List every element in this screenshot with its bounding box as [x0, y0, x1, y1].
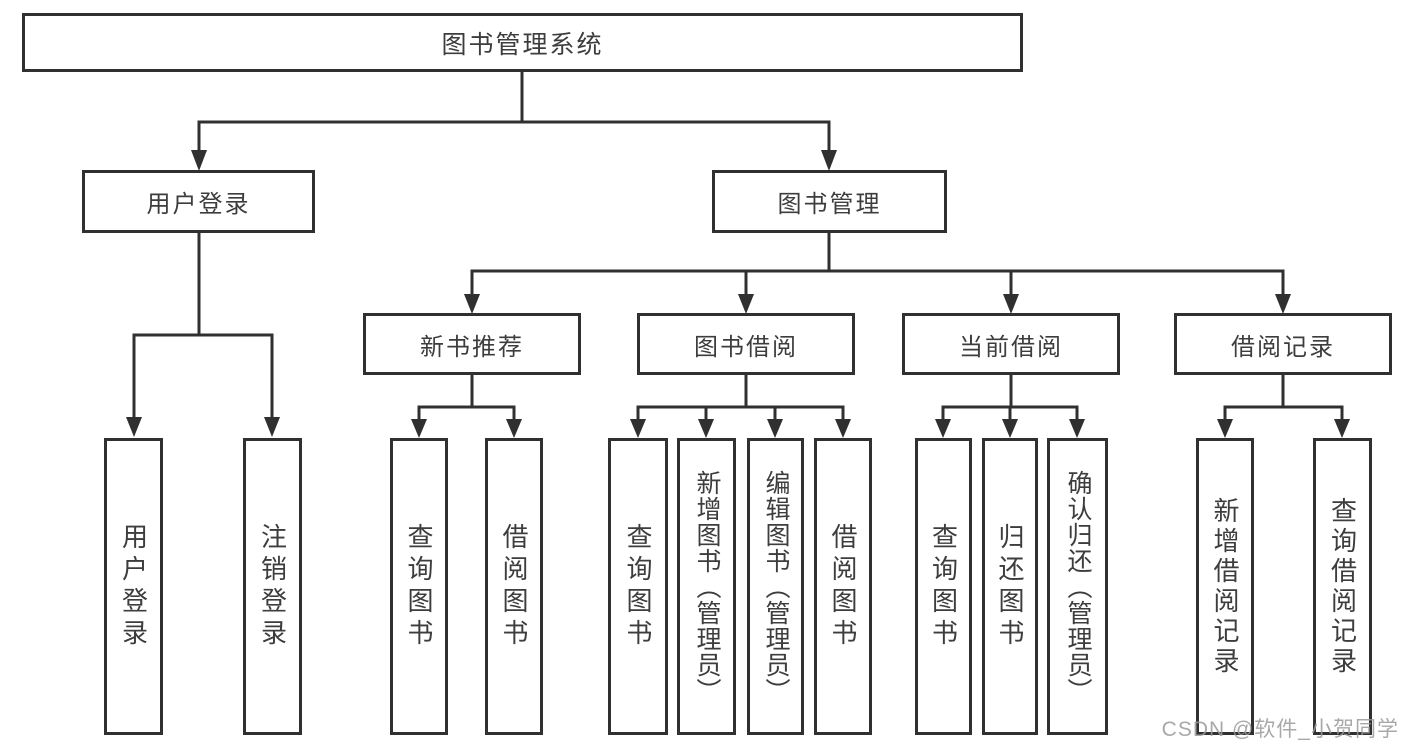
- node-new-book-rec-label: 新书推荐: [420, 333, 524, 361]
- node-book-mgmt-label: 图书管理: [777, 191, 882, 218]
- leaf-edit-book-admin: 编辑图书（管理员）: [747, 438, 804, 735]
- leaf-confirm-return-admin: 确认归还（管理员）: [1047, 438, 1108, 735]
- leaf-query-book-current-label: 查询图书: [928, 522, 959, 651]
- leaf-borrow-book-rec: 借阅图书: [485, 438, 543, 735]
- node-current-borrow: 当前借阅: [902, 313, 1120, 375]
- leaf-logout-label: 注销登录: [257, 522, 288, 651]
- leaf-query-book-borrow: 查询图书: [608, 438, 668, 735]
- leaf-borrow-book-label: 借阅图书: [828, 522, 858, 651]
- connector-root-to-level2: [191, 72, 837, 171]
- node-user-login-label: 用户登录: [146, 191, 251, 218]
- leaf-borrow-book-rec-label: 借阅图书: [499, 522, 529, 651]
- node-book-borrow: 图书借阅: [637, 313, 855, 375]
- leaf-query-book-rec-label: 查询图书: [404, 522, 434, 651]
- node-book-borrow-label: 图书借阅: [694, 333, 798, 361]
- leaf-add-borrow-record-label: 新增借阅记录: [1210, 496, 1240, 677]
- leaf-confirm-return-admin-label: 确认归还（管理员）: [1064, 469, 1092, 704]
- leaf-query-book-rec: 查询图书: [390, 438, 448, 735]
- connector-book-mgmt-sections: [464, 233, 1291, 314]
- node-borrow-records: 借阅记录: [1174, 313, 1392, 375]
- leaf-add-book-admin-label: 新增图书（管理员）: [693, 469, 721, 704]
- leaf-query-borrow-record: 查询借阅记录: [1313, 438, 1372, 735]
- leaf-borrow-book: 借阅图书: [814, 438, 872, 735]
- connector-borrow-records-children: [1217, 375, 1350, 438]
- leaf-query-borrow-record-label: 查询借阅记录: [1327, 496, 1358, 677]
- node-borrow-records-label: 借阅记录: [1231, 333, 1335, 361]
- leaf-logout: 注销登录: [243, 438, 302, 735]
- node-current-borrow-label: 当前借阅: [959, 333, 1063, 361]
- connector-user-login-children: [126, 233, 280, 437]
- connector-book-borrow-children: [630, 375, 851, 438]
- node-user-login: 用户登录: [82, 170, 315, 233]
- csdn-watermark: CSDN @软件_小贺同学: [1161, 718, 1399, 741]
- leaf-edit-book-admin-label: 编辑图书（管理员）: [762, 469, 790, 704]
- node-new-book-rec: 新书推荐: [363, 313, 581, 375]
- leaf-user-login: 用户登录: [104, 438, 163, 735]
- node-root-label: 图书管理系统: [441, 30, 604, 59]
- leaf-return-book: 归还图书: [982, 438, 1038, 735]
- connector-current-borrow-children: [935, 375, 1085, 438]
- leaf-user-login-label: 用户登录: [118, 522, 149, 651]
- leaf-query-book-current: 查询图书: [915, 438, 972, 735]
- connector-new-book-rec-children: [411, 375, 522, 438]
- leaf-return-book-label: 归还图书: [995, 522, 1025, 651]
- node-book-mgmt: 图书管理: [712, 170, 947, 233]
- leaf-add-borrow-record: 新增借阅记录: [1196, 438, 1254, 735]
- leaf-query-book-borrow-label: 查询图书: [623, 522, 653, 651]
- node-root-system: 图书管理系统: [22, 13, 1023, 72]
- leaf-add-book-admin: 新增图书（管理员）: [677, 438, 736, 735]
